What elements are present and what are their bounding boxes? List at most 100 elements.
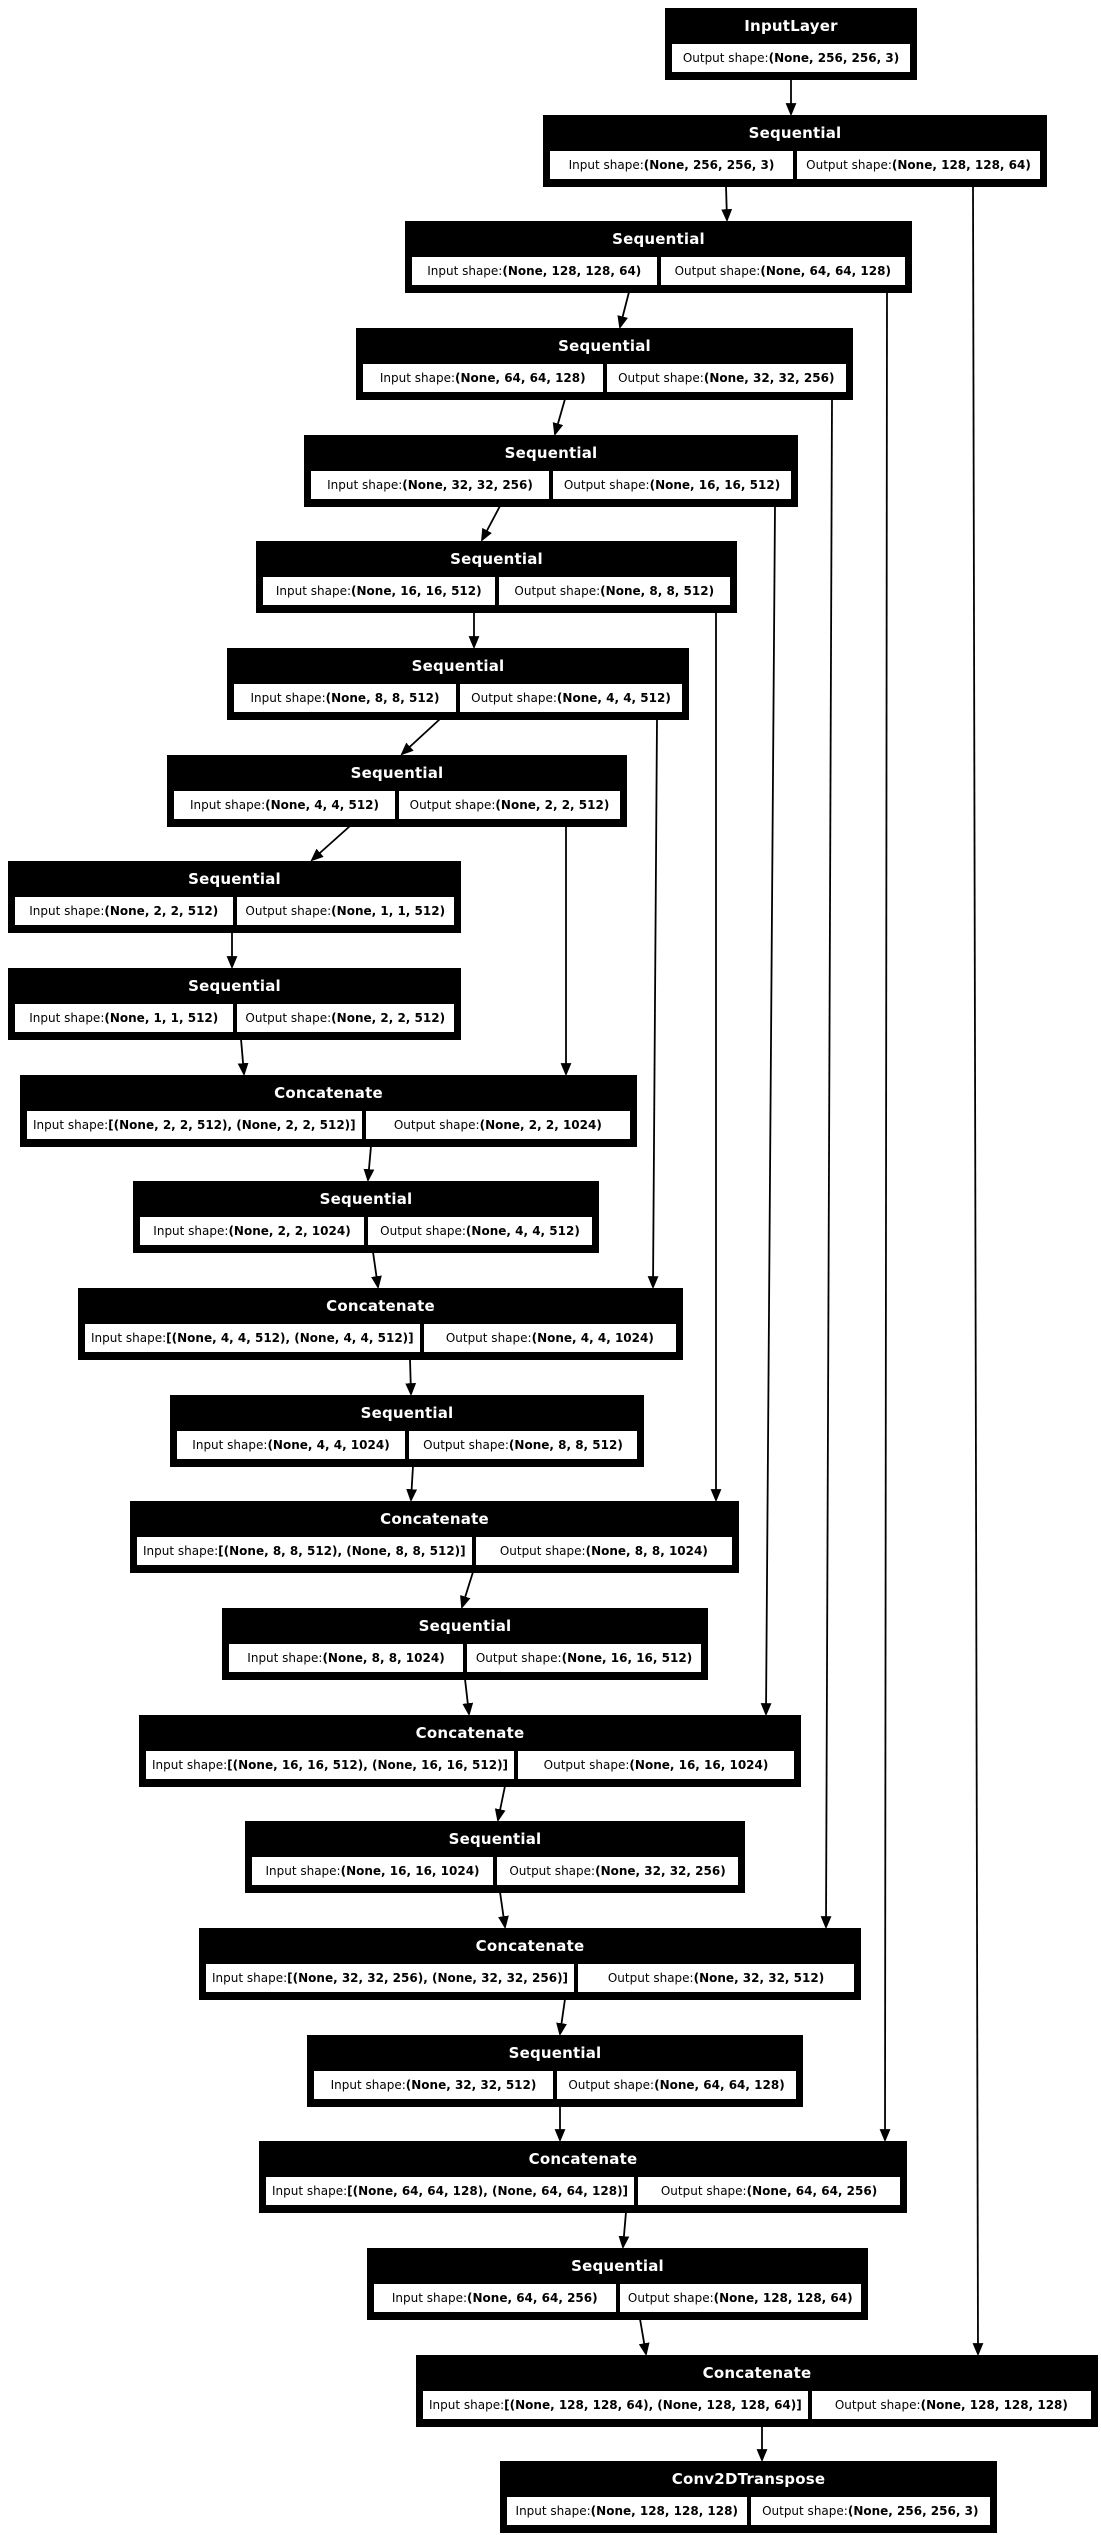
output-shape-cell-value: (None, 4, 4, 512) [556,691,671,705]
layer-type-label: Sequential [136,1184,596,1214]
output-shape-cell-prefix: Output shape: [806,158,892,172]
output-shape-cell: Output shape: (None, 64, 64, 256) [636,2175,902,2207]
output-shape-cell-value: (None, 128, 128, 64) [713,2291,853,2305]
input-shape-cell-prefix: Input shape: [272,2184,348,2198]
output-shape-cell-value: (None, 2, 2, 512) [495,798,610,812]
layer-type-label: Sequential [11,971,458,1001]
output-shape-cell-prefix: Output shape: [543,1758,630,1772]
output-shape-cell-prefix: Output shape: [660,2184,747,2198]
output-shape-cell-prefix: Output shape: [563,478,650,492]
output-shape-cell: Output shape: (None, 32, 32, 512) [576,1962,856,1994]
input-shape-cell: Input shape: (None, 256, 256, 3) [548,149,795,181]
output-shape-cell-prefix: Output shape: [445,1331,532,1345]
output-shape-cell-value: (None, 64, 64, 128) [654,2078,785,2092]
layer-type-label: Concatenate [81,1291,680,1321]
input-shape-cell: Input shape: [(None, 16, 16, 512), (None… [144,1749,517,1781]
input-shape-cell: Input shape: [(None, 8, 8, 512), (None, … [135,1535,474,1567]
output-shape-cell: Output shape: (None, 64, 64, 128) [555,2069,798,2101]
input-shape-cell: Input shape: (None, 128, 128, 64) [410,255,659,287]
shape-cells-row: Input shape: (None, 128, 128, 64)Output … [408,254,909,290]
output-shape-cell: Output shape: (None, 8, 8, 512) [496,575,732,607]
output-shape-cell-prefix: Output shape: [475,1651,562,1665]
output-shape-cell-prefix: Output shape: [471,691,557,705]
input-shape-cell-value: [(None, 128, 128, 64), (None, 128, 128, … [504,2398,802,2412]
output-shape-cell: Output shape: (None, 16, 16, 512) [465,1642,703,1674]
layer-type-label: Sequential [359,331,850,361]
output-shape-cell-prefix: Output shape: [509,1864,596,1878]
output-shape-cell: Output shape: (None, 8, 8, 1024) [473,1535,734,1567]
input-shape-cell-value: (None, 2, 2, 512) [104,904,219,918]
input-shape-cell-prefix: Input shape: [265,1864,341,1878]
input-shape-cell-prefix: Input shape: [153,1224,229,1238]
output-shape-cell: Output shape: (None, 1, 1, 512) [234,895,456,927]
output-shape-cell: Output shape: (None, 16, 16, 512) [551,469,793,501]
input-shape-cell-prefix: Input shape: [330,2078,406,2092]
output-shape-cell-value: (None, 4, 4, 1024) [531,1331,654,1345]
output-shape-cell-value: (None, 8, 8, 512) [508,1438,623,1452]
edge-arrow-3-4 [552,398,566,437]
output-shape-cell-value: (None, 2, 2, 1024) [479,1118,602,1132]
layer-type-label: Concatenate [419,2358,1095,2388]
edge-arrow-2-20 [879,291,891,2143]
input-shape-cell-value: [(None, 64, 64, 128), (None, 64, 64, 128… [347,2184,629,2198]
output-shape-cell: Output shape: (None, 2, 2, 512) [397,789,622,821]
input-shape-cell-prefix: Input shape: [391,2291,468,2305]
output-shape-cell-value: (None, 2, 2, 512) [331,1011,446,1025]
output-shape-cell-value: (None, 64, 64, 256) [746,2184,878,2198]
edge-arrow-20-21 [618,2211,630,2250]
layer-type-label: Sequential [248,1824,742,1854]
shape-cells-row: Input shape: [(None, 16, 16, 512), (None… [142,1748,798,1784]
shape-cells-row: Input shape: (None, 64, 64, 128)Output s… [359,361,850,397]
input-shape-cell-value: (None, 64, 64, 128) [455,371,586,385]
shape-cells-row: Input shape: (None, 256, 256, 3) Output s… [546,148,1044,184]
edge-arrow-9-10 [237,1038,249,1077]
output-shape-cell-prefix: Output shape: [762,2504,848,2518]
input-shape-cell-prefix: Input shape: [91,1331,167,1345]
output-shape-cell-prefix: Output shape: [618,371,704,385]
input-shape-cell-value: (None, 128, 128, 64) [502,264,642,278]
output-shape-cell: Output shape: (None, 4, 4, 512) [458,682,684,714]
input-shape-cell-value: (None, 16, 16, 1024) [340,1864,480,1878]
input-shape-cell-prefix: Input shape: [568,158,644,172]
input-shape-cell-value: [(None, 16, 16, 512), (None, 16, 16, 512… [227,1758,509,1772]
layer-type-label: Concatenate [262,2144,904,2174]
layer-type-label: Sequential [11,864,458,894]
shape-cells-row: Input shape: [(None, 2, 2, 512), (None, … [23,1108,634,1144]
input-shape-cell-prefix: Input shape: [29,904,105,918]
layer-type-label: Sequential [225,1611,705,1641]
shape-cells-row: Input shape: (None, 32, 32, 256)Output s… [307,468,795,504]
input-shape-cell: Input shape: (None, 2, 2, 512) [13,895,235,927]
output-shape-cell-prefix: Output shape: [607,1971,694,1985]
shape-cells-row: Input shape: (None, 32, 32, 512)Output s… [310,2068,800,2104]
output-shape-cell-prefix: Output shape: [499,1544,586,1558]
input-shape-cell-value: (None, 2, 2, 1024) [228,1224,351,1238]
shape-cells-row: Input shape: (None, 16, 16, 1024) Output … [248,1854,742,1890]
input-shape-cell-prefix: Input shape: [152,1758,228,1772]
output-shape-cell-prefix: Output shape: [245,904,332,918]
layer-type-label: Concatenate [202,1931,858,1961]
output-shape-cell: Output shape: (None, 256, 256, 3) [748,2495,992,2527]
edge-arrow-10-11 [363,1145,375,1183]
output-shape-cell: Output shape: (None, 64, 64, 128) [658,255,907,287]
edge-arrow-12-13 [405,1358,417,1397]
output-shape-cell-value: (None, 32, 32, 256) [595,1864,726,1878]
output-shape-cell-prefix: Output shape: [682,51,769,65]
input-shape-cell-value: [(None, 8, 8, 512), (None, 8, 8, 512)] [218,1544,466,1558]
layer-type-label: Sequential [546,118,1044,148]
shape-cells-row: Input shape: (None, 64, 64, 256)Output s… [370,2281,865,2317]
shape-cells-row: Input shape: (None, 4, 4, 1024)Output sh… [173,1428,641,1464]
input-shape-cell: Input shape: (None, 16, 16, 512) [261,575,497,607]
output-shape-cell-prefix: Output shape: [245,1011,332,1025]
